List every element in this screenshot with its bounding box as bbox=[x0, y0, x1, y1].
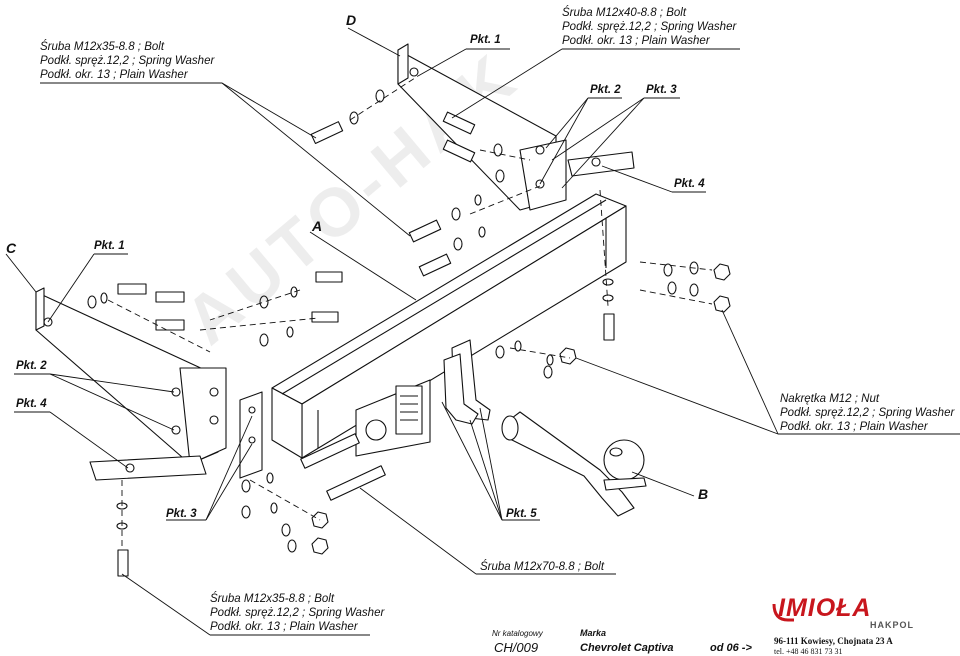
callout-line: Podkł. spręż.12,2 ; Spring Washer bbox=[562, 21, 737, 33]
make-label: Marka bbox=[580, 628, 607, 638]
from-year: od 06 -> bbox=[710, 642, 752, 654]
brand-logo: IMIOŁA bbox=[778, 594, 872, 622]
callout-line: Podkł. okr. 13 ; Plain Washer bbox=[780, 421, 928, 433]
crossbar-a bbox=[271, 193, 627, 459]
bolts-bottom bbox=[116, 472, 329, 577]
tag-pkt4-left: Pkt. 4 bbox=[16, 398, 47, 410]
tag-pkt1-left: Pkt. 1 bbox=[94, 240, 125, 252]
tag-pkt4-top: Pkt. 4 bbox=[674, 178, 705, 190]
part-letter-b: B bbox=[698, 486, 709, 502]
tag-pkt2-left: Pkt. 2 bbox=[16, 360, 47, 372]
callout-line: Podkł. spręż.12,2 ; Spring Washer bbox=[780, 407, 955, 419]
catalog-number: CH/009 bbox=[494, 640, 539, 655]
brand-address: 96-111 Kowiesy, Chojnata 23 A bbox=[774, 636, 893, 646]
tag-pkt5: Pkt. 5 bbox=[506, 508, 537, 520]
brand-sub: HAKPOL bbox=[870, 620, 914, 630]
part-letter-c: C bbox=[6, 240, 17, 256]
bolts-left bbox=[87, 271, 343, 347]
callout-line: Podkł. okr. 13 ; Plain Washer bbox=[562, 35, 710, 47]
part-letter-d: D bbox=[346, 12, 357, 28]
bolts-top bbox=[310, 89, 505, 277]
callout-line: Podkł. spręż.12,2 ; Spring Washer bbox=[210, 607, 385, 619]
ball-arm-b bbox=[501, 411, 647, 517]
logo-hook bbox=[772, 603, 794, 622]
callout-bolt-top-left: Śruba M12x35-8.8 ; Bolt Podkł. spręż.12,… bbox=[40, 40, 214, 82]
callout-line: Śruba M12x35-8.8 ; Bolt bbox=[40, 41, 165, 53]
callout-line: Nakrętka M12 ; Nut bbox=[780, 393, 880, 405]
tag-pkt2-top: Pkt. 2 bbox=[590, 84, 621, 96]
bracket-c bbox=[35, 287, 227, 481]
callout-line: Podkł. spręż.12,2 ; Spring Washer bbox=[40, 55, 215, 67]
make-value: Chevrolet Captiva bbox=[580, 642, 674, 654]
callout-line: Podkł. okr. 13 ; Plain Washer bbox=[210, 621, 358, 633]
catalog-label: Nr katalogowy bbox=[492, 629, 543, 638]
ball-mount-tabs bbox=[443, 339, 491, 425]
long-bolts bbox=[239, 391, 386, 501]
callout-line: Podkł. okr. 13 ; Plain Washer bbox=[40, 69, 188, 81]
brand-phone: tel. +48 46 831 73 31 bbox=[774, 647, 843, 656]
callout-line: Śruba M12x40-8.8 ; Bolt bbox=[562, 7, 687, 19]
bracket-d bbox=[397, 43, 635, 211]
callout-bolt-top-right: Śruba M12x40-8.8 ; Bolt Podkł. spręż.12,… bbox=[562, 6, 736, 48]
nuts-center bbox=[495, 340, 577, 379]
callout-bolt-long: Śruba M12x70-8.8 ; Bolt bbox=[480, 561, 605, 573]
callout-bolt-bottom: Śruba M12x35-8.8 ; Bolt Podkł. spręż.12,… bbox=[210, 592, 384, 634]
tag-pkt3-top: Pkt. 3 bbox=[646, 84, 677, 96]
socket-plate bbox=[355, 379, 431, 457]
callout-nut-right: Nakrętka M12 ; Nut Podkł. spręż.12,2 ; S… bbox=[780, 392, 954, 434]
part-letter-a: A bbox=[312, 218, 323, 234]
tag-pkt3-bottom: Pkt. 3 bbox=[166, 508, 197, 520]
nuts-right bbox=[602, 261, 731, 341]
tag-pkt1-top: Pkt. 1 bbox=[470, 34, 501, 46]
callout-line: Śruba M12x35-8.8 ; Bolt bbox=[210, 593, 335, 605]
